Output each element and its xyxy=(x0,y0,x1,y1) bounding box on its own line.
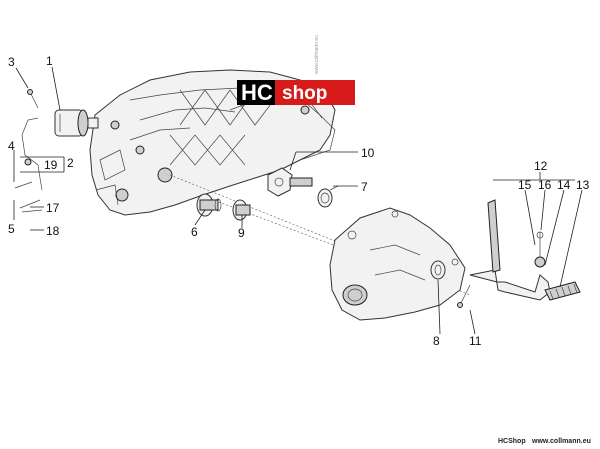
oil-seal-8 xyxy=(430,260,446,280)
callout-17: 17 xyxy=(46,201,60,215)
callout-18: 18 xyxy=(46,224,60,238)
hc-shop-logo: HC shop xyxy=(237,80,355,105)
callout-15: 15 xyxy=(518,178,532,192)
screw-3 xyxy=(27,89,39,109)
callout-12: 12 xyxy=(534,159,548,173)
callout-8: 8 xyxy=(433,334,440,348)
callout-16: 16 xyxy=(538,178,552,192)
screw-5 xyxy=(14,181,33,189)
logo-hc-text: HC xyxy=(241,80,273,105)
spring-7 xyxy=(317,185,339,208)
callout-1: 1 xyxy=(46,54,53,68)
starter-cable xyxy=(21,117,43,191)
bolt-11-head xyxy=(457,302,463,308)
leader-lines xyxy=(13,66,583,335)
sector-gear-10 xyxy=(267,167,313,197)
return-spring-13 xyxy=(544,281,581,301)
callout-14: 14 xyxy=(557,178,571,192)
footer-url: www.collmann.eu xyxy=(531,438,591,445)
callout-3: 3 xyxy=(8,55,15,69)
callout-5: 5 xyxy=(8,222,15,236)
callout-4: 4 xyxy=(8,139,15,153)
callout-2: 2 xyxy=(67,156,74,170)
kick-start-lever xyxy=(469,199,551,301)
callout-10: 10 xyxy=(361,146,375,160)
callout-13: 13 xyxy=(576,178,590,192)
bolt-11 xyxy=(459,284,471,306)
callout-11: 11 xyxy=(469,334,482,348)
watermark: www.collmann.eu xyxy=(314,35,320,74)
footer-brand: HCShop xyxy=(498,438,526,445)
callouts: 1 2 3 4 5 6 7 8 9 10 11 12 13 14 15 16 1… xyxy=(8,54,590,348)
gear-6 xyxy=(196,193,222,217)
logo-shop-text: shop xyxy=(282,83,327,104)
callout-9: 9 xyxy=(238,226,245,240)
crankcase xyxy=(89,69,336,216)
callout-6: 6 xyxy=(191,225,198,239)
gear-9 xyxy=(232,199,251,221)
starter-motor xyxy=(54,109,99,137)
screw-17 xyxy=(19,199,41,209)
callout-19: 19 xyxy=(44,158,58,172)
transmission-cover xyxy=(329,207,466,321)
callout-7: 7 xyxy=(361,180,368,194)
washer-19 xyxy=(24,158,32,166)
screw-18 xyxy=(21,209,43,213)
